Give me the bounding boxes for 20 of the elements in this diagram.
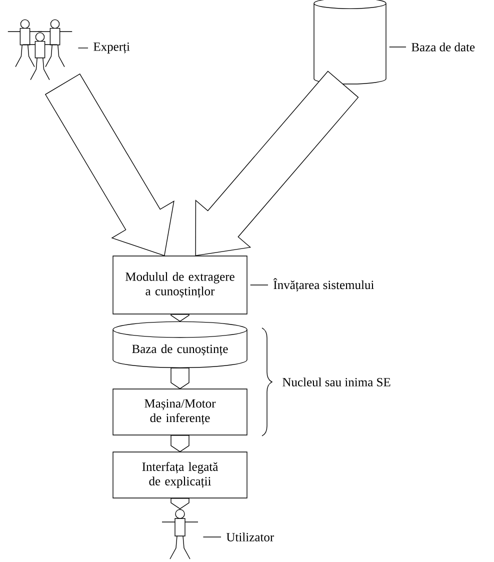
block-arrow xyxy=(195,70,359,256)
icon-label: Baza de date xyxy=(412,42,475,52)
icon-label: Învățarea sistemului xyxy=(273,278,374,292)
block-arrow xyxy=(170,435,190,452)
leader-line xyxy=(250,284,268,286)
person-icon xyxy=(162,509,198,560)
leader-line xyxy=(389,46,406,48)
process-box: Mașina/Motor de inferențe xyxy=(112,388,248,436)
cylinder-icon xyxy=(314,0,386,84)
people-icon xyxy=(8,19,72,80)
icon-label: Utilizator xyxy=(226,532,274,542)
cylinder-box: Baza de cunoștințe xyxy=(112,321,248,368)
block-arrow xyxy=(170,368,190,390)
block-arrow xyxy=(170,498,190,510)
block-arrow xyxy=(170,314,190,322)
icon-label: Experți xyxy=(94,42,130,54)
brace-label: Nucleul sau inima SE xyxy=(282,378,390,386)
leader-line xyxy=(202,536,222,538)
process-box: Modulul de extragere a cunoștințlor xyxy=(112,256,248,314)
process-box: Interfața legată de explicații xyxy=(112,452,248,498)
